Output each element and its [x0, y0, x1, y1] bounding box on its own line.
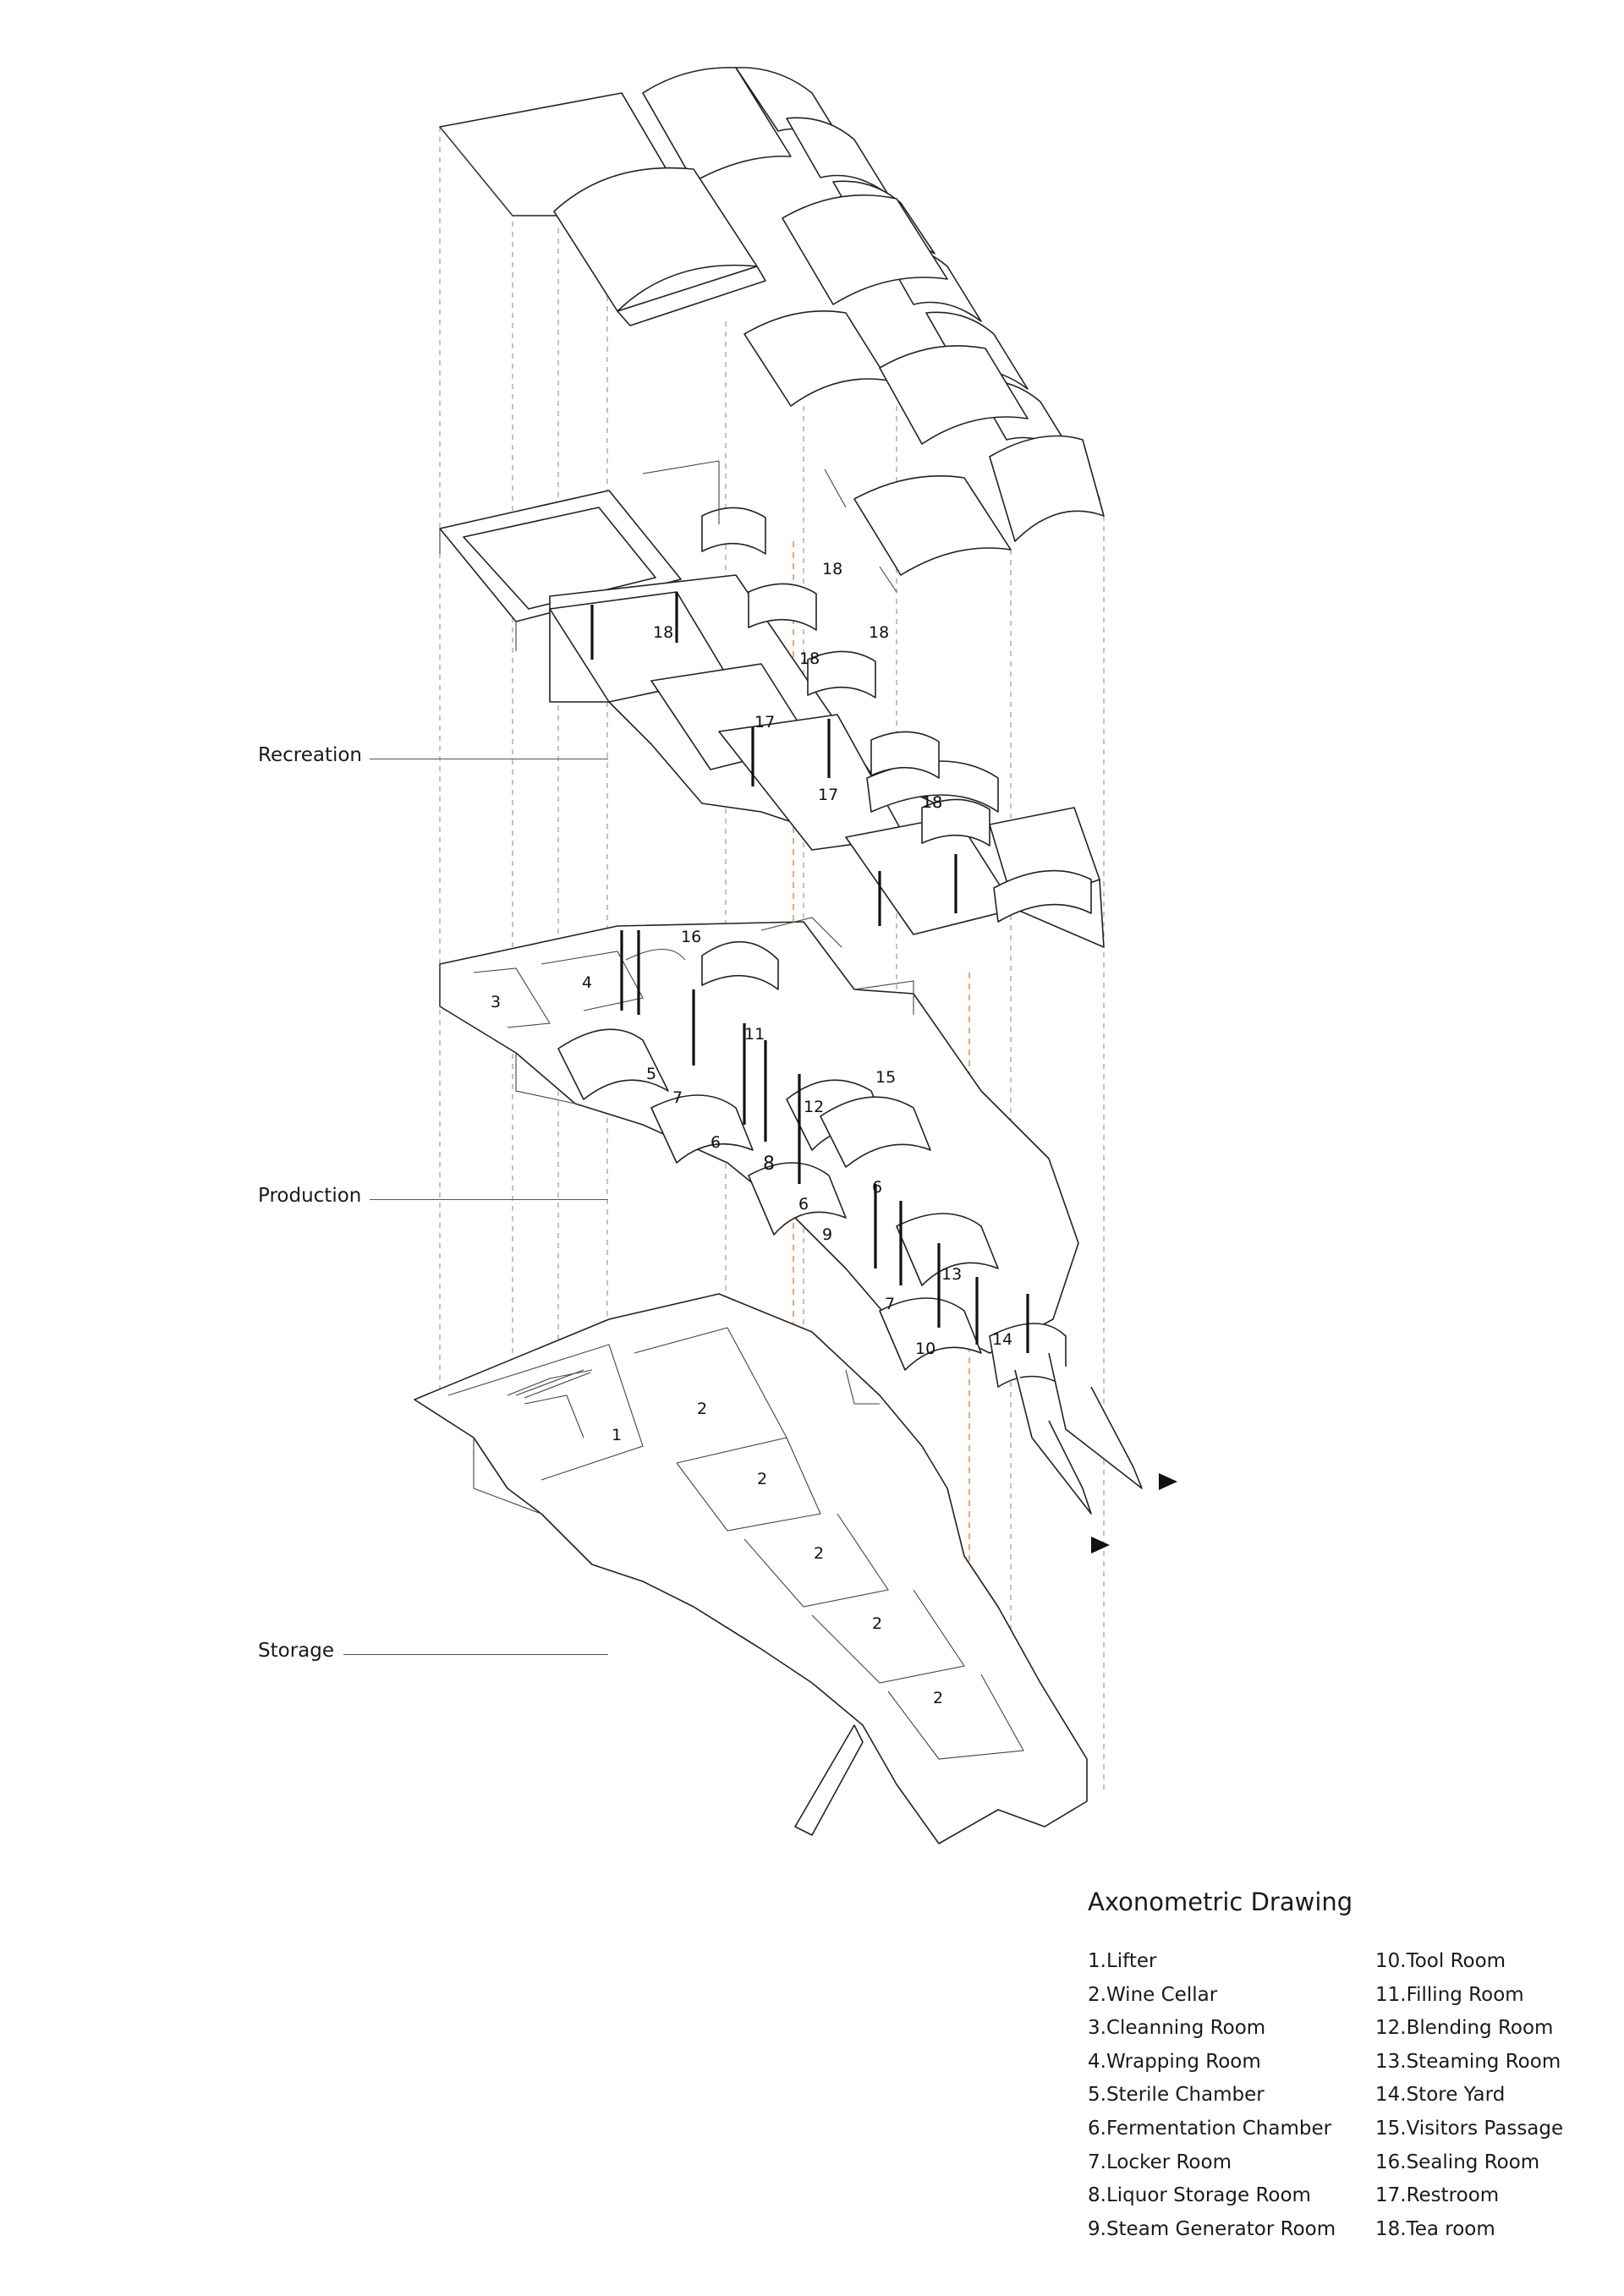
layer-label-production: Production	[258, 1185, 362, 1207]
room-tag: 18	[822, 560, 842, 578]
entrance-arrow-icon	[1091, 1537, 1110, 1553]
legend-item: 4.Wrapping Room	[1088, 2050, 1261, 2073]
legend-item: 9.Steam Generator Room	[1088, 2217, 1336, 2240]
storage-layer	[414, 1293, 1088, 1844]
legend-column-right: 10.Tool Room 11.Filling Room 12.Blending…	[1375, 1945, 1563, 2246]
room-tag: 18	[922, 793, 942, 812]
legend-item: 1.Lifter	[1088, 1950, 1157, 1972]
room-tag: 1	[612, 1426, 622, 1444]
room-tag: 9	[822, 1225, 832, 1244]
room-tag: 2	[757, 1470, 767, 1488]
legend-item: 3.Cleanning Room	[1088, 2017, 1266, 2040]
legend-item: 14.Store Yard	[1375, 2084, 1506, 2107]
layer-label-recreation: Recreation	[258, 744, 362, 766]
legend-item: 8.Liquor Storage Room	[1088, 2184, 1311, 2207]
room-tag: 10	[915, 1340, 935, 1358]
production-layer	[439, 917, 1143, 1515]
legend-item: 10.Tool Room	[1375, 1950, 1506, 1972]
legend-title: Axonometric Drawing	[1088, 1888, 1353, 1916]
room-tag: 16	[681, 928, 701, 946]
room-tag: 12	[804, 1098, 824, 1116]
legend-column-left: 1.Lifter 2.Wine Cellar 3.Cleanning Room …	[1088, 1945, 1375, 2246]
legend-item: 12.Blending Room	[1375, 2017, 1554, 2040]
room-tag: 4	[582, 973, 592, 992]
legend-item: 11.Filling Room	[1375, 1983, 1524, 2006]
room-tag: 2	[872, 1614, 882, 1633]
room-tag: 2	[933, 1689, 943, 1707]
legend: Axonometric Drawing 1.Lifter 2.Wine Cell…	[1088, 1888, 1595, 2246]
room-tag: 7	[885, 1295, 895, 1313]
legend-item: 16.Sealing Room	[1375, 2151, 1540, 2173]
room-tag: 6	[798, 1195, 809, 1214]
room-tag: 6	[710, 1133, 721, 1152]
roof-layer	[439, 67, 1105, 576]
room-tag: 15	[875, 1068, 896, 1087]
room-tag: 14	[992, 1330, 1012, 1349]
room-tag: 13	[941, 1265, 962, 1284]
room-tag: 18	[653, 623, 673, 642]
legend-item: 7.Locker Room	[1088, 2151, 1232, 2173]
room-tag: 2	[814, 1544, 824, 1563]
legend-item: 17.Restroom	[1375, 2184, 1500, 2207]
legend-columns: 1.Lifter 2.Wine Cellar 3.Cleanning Room …	[1088, 1945, 1595, 2246]
room-tag: 3	[491, 993, 501, 1011]
legend-item: 13.Steaming Room	[1375, 2050, 1561, 2073]
legend-item: 5.Sterile Chamber	[1088, 2084, 1265, 2107]
room-tag: 18	[922, 793, 942, 812]
room-tag: 17	[818, 786, 838, 804]
layer-label-storage: Storage	[258, 1640, 334, 1662]
entrance-arrow-icon	[1159, 1473, 1177, 1490]
room-tag: 18	[869, 623, 889, 642]
recreation-layer	[439, 460, 1105, 948]
room-tag: 7	[672, 1088, 683, 1107]
leader-line	[370, 1199, 608, 1200]
legend-item: 2.Wine Cellar	[1088, 1983, 1218, 2006]
room-tag: 17	[754, 713, 775, 732]
production-room-tags: 16 4 3 11 5 7 15 12 6 8 6 6 9 13 7 10 14	[491, 928, 1012, 1358]
recreation-room-tags: 18 18 18 18 18 17 17 18	[653, 560, 942, 812]
leader-line	[343, 1654, 608, 1655]
room-tag: 2	[697, 1400, 707, 1418]
storage-room-tags: 1 2 2 2 2 2	[612, 1400, 943, 1707]
legend-item: 6.Fermentation Chamber	[1088, 2117, 1332, 2140]
room-tag: 8	[763, 1153, 775, 1175]
room-tag: 6	[872, 1178, 882, 1197]
room-tag: 5	[646, 1065, 656, 1083]
room-tag: 18	[799, 649, 820, 668]
legend-item: 18.Tea room	[1375, 2217, 1495, 2240]
legend-item: 15.Visitors Passage	[1375, 2117, 1564, 2140]
room-tag: 11	[744, 1025, 765, 1044]
